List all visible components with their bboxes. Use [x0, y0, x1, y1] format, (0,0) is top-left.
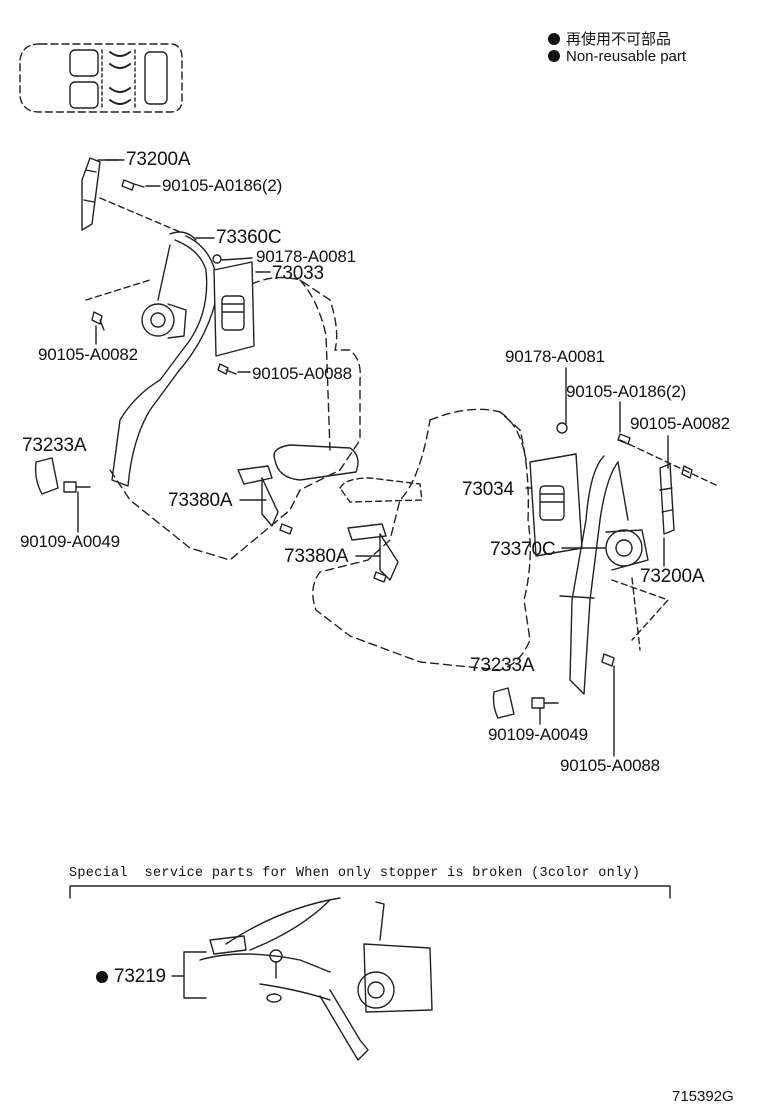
- part-label: 90105-A0088: [252, 364, 352, 383]
- part-label: 90105-A0082: [38, 345, 138, 364]
- legend-dot-icon: [548, 50, 560, 62]
- part-label: 73380A: [284, 546, 349, 567]
- figure-code: 715392G: [672, 1088, 734, 1105]
- legend-jp: 再使用不可部品: [548, 28, 671, 49]
- part-label: 73200A: [640, 566, 705, 587]
- special-service-note: Special service parts for When only stop…: [69, 866, 641, 881]
- non-reusable-dot-icon: [96, 971, 108, 983]
- part-label: 90105-A0082: [630, 414, 730, 433]
- part-label: 90109-A0049: [20, 532, 120, 551]
- left-seatbelt-assembly: [34, 157, 399, 583]
- part-label: 90105-A0088: [560, 756, 660, 775]
- part-label: 90105-A0186(2): [162, 176, 283, 195]
- part-label: 73233A: [470, 655, 535, 676]
- leader-lines: [77, 159, 669, 757]
- part-label: 73033: [272, 263, 324, 284]
- part-label: 73200A: [126, 149, 191, 170]
- part-label: 90105-A0186(2): [566, 382, 687, 401]
- legend-jp-text: 再使用不可部品: [566, 31, 672, 48]
- part-label: 73370C: [490, 539, 556, 560]
- part-label: 73034: [462, 479, 514, 500]
- right-seatbelt-assembly: [312, 408, 719, 719]
- part-label: 73380A: [168, 490, 233, 511]
- part-label: 73360C: [216, 227, 282, 248]
- part-label: 73233A: [22, 435, 87, 456]
- legend-en: Non-reusable part: [548, 48, 686, 65]
- vehicle-location-icon: [19, 43, 183, 113]
- part-label: 90178-A0081: [505, 347, 605, 366]
- legend-en-text: Non-reusable part: [566, 48, 687, 65]
- part-label: 90178-A0081: [256, 247, 356, 266]
- part-label-text: 73219: [114, 966, 166, 987]
- part-label: 90109-A0049: [488, 725, 588, 744]
- part-label-73219: 73219: [96, 966, 166, 988]
- legend-dot-icon: [548, 33, 560, 45]
- special-parts-section: [69, 885, 671, 1061]
